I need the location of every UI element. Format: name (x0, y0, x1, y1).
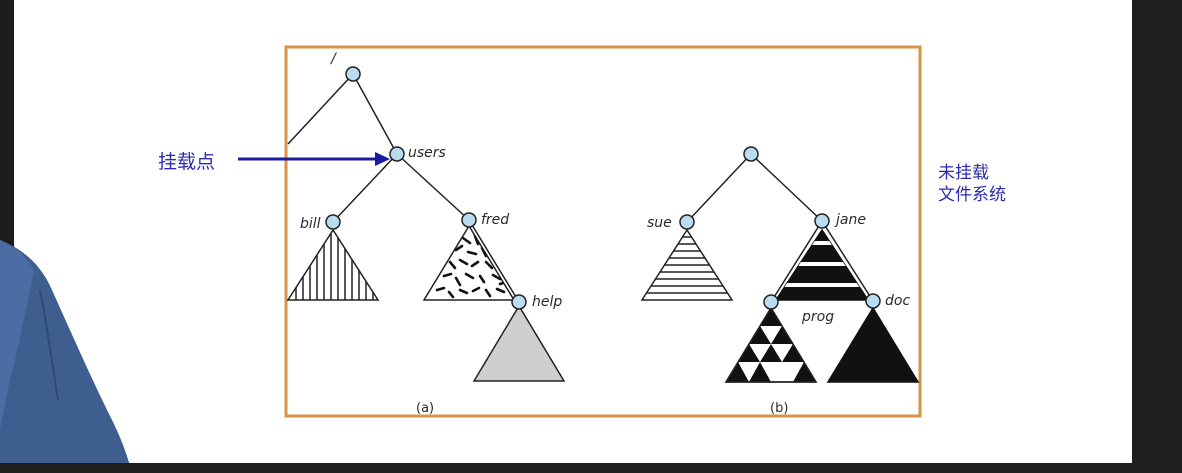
screen-edge-right (1132, 0, 1182, 473)
doc-label: doc (885, 293, 910, 309)
doc-subtree-triangle (826, 306, 920, 383)
bill-node (325, 214, 341, 230)
bill-label: bill (300, 216, 321, 232)
prog-subtree-triangle (724, 306, 818, 383)
edge-jane-prog (770, 220, 823, 303)
presenter-figure (0, 240, 132, 473)
prog-node (763, 294, 779, 310)
users-label: users (408, 145, 446, 161)
mount-point-arrow (238, 152, 390, 166)
mount-point-annotation: 挂载点 (158, 151, 215, 173)
root-node (345, 66, 361, 82)
fred-node (461, 212, 477, 228)
edge-root-sue (686, 153, 752, 223)
edge-jane-doc (821, 220, 874, 302)
edge-root-users (352, 73, 398, 155)
caption-b: (b) (770, 401, 788, 416)
root-label: / (329, 51, 337, 67)
tree-b: sue jane prog doc (b) (640, 146, 920, 416)
figure-frame (284, 45, 922, 418)
unmounted-annotation-line1: 未挂载 (938, 163, 989, 183)
fred-label: fred (481, 212, 509, 228)
edge-root-left (287, 73, 354, 145)
jane-subtree-triangle (774, 228, 870, 301)
doc-node (865, 293, 881, 309)
edge-users-bill (332, 153, 398, 223)
jane-node (814, 213, 830, 229)
help-subtree-triangle (472, 304, 566, 382)
edge-fred-help (468, 219, 520, 303)
edge-users-fred (396, 153, 470, 221)
unmounted-root-node (743, 146, 759, 162)
help-label: help (532, 294, 562, 310)
sue-label: sue (647, 215, 672, 231)
sue-node (679, 214, 695, 230)
edge-root-jane (750, 153, 823, 222)
unmounted-annotation-line2: 文件系统 (938, 185, 1006, 205)
jane-label: jane (834, 212, 866, 228)
screen-edge-bottom (0, 463, 1182, 473)
help-node (511, 294, 527, 310)
prog-label: prog (801, 309, 834, 325)
caption-a: (a) (416, 401, 434, 416)
users-node (389, 146, 405, 162)
